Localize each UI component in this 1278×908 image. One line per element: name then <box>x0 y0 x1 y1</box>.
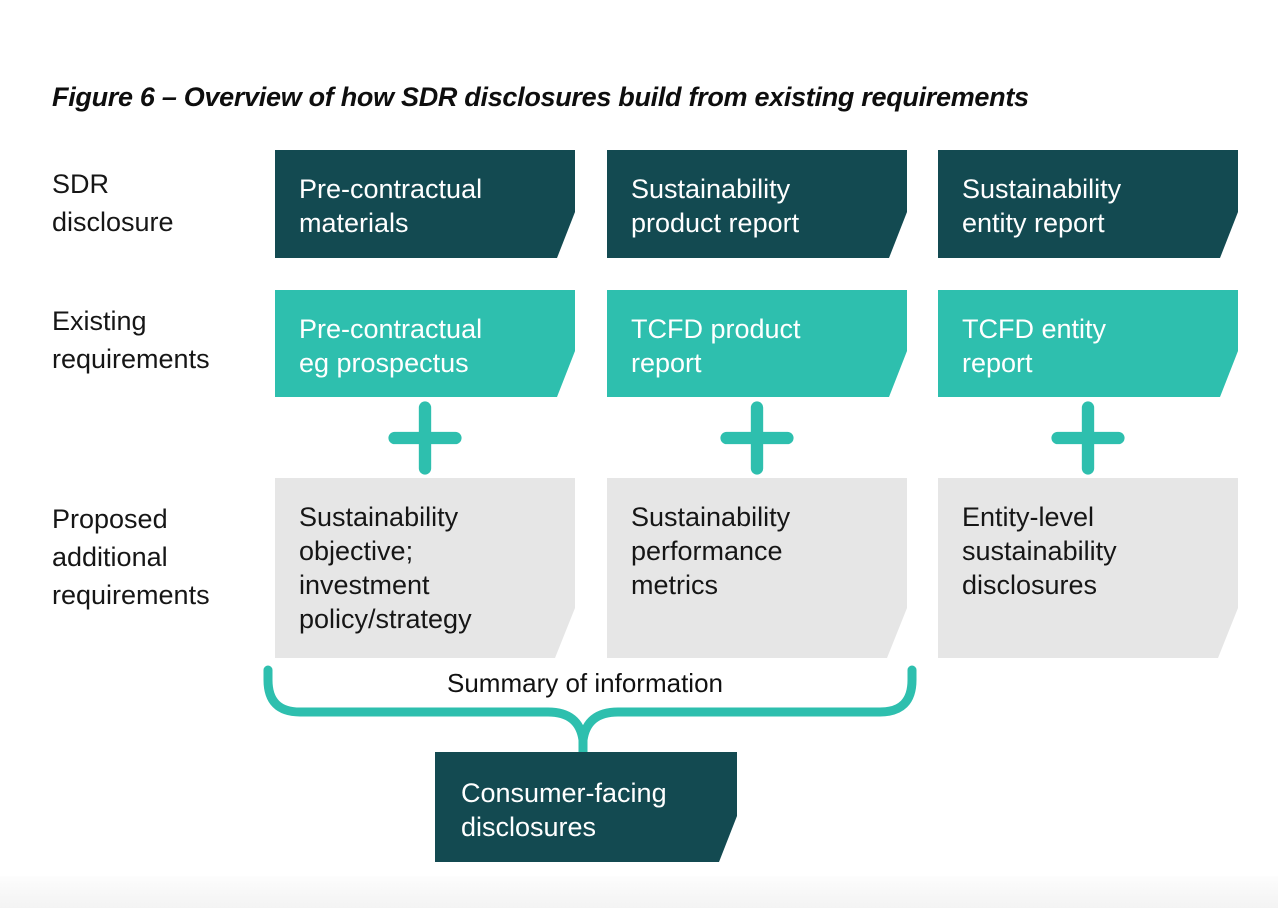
box-sdr-sustainability-entity-report: Sustainability entity report <box>938 150 1238 258</box>
plus-icon <box>1051 401 1125 475</box>
box-existing-tcfd-product-report: TCFD product report <box>607 290 907 397</box>
box-proposed-performance-metrics: Sustainability performance metrics <box>607 478 907 658</box>
box-sdr-sustainability-product-report: Sustainability product report <box>607 150 907 258</box>
brace-bracket <box>263 665 917 758</box>
box-existing-pre-contractual-prospectus: Pre-contractual eg prospectus <box>275 290 575 397</box>
row-label-existing-requirements: Existing requirements <box>52 306 210 374</box>
box-consumer-facing-disclosures: Consumer-facing disclosures <box>435 752 737 862</box>
plus-icon <box>388 401 462 475</box>
figure-title: Figure 6 – Overview of how SDR disclosur… <box>52 82 1029 112</box>
page-footer-strip <box>0 876 1278 908</box>
row-label-sdr-disclosure: SDR disclosure <box>52 169 174 237</box>
box-existing-tcfd-entity-report: TCFD entity report <box>938 290 1238 397</box>
plus-icon <box>720 401 794 475</box>
box-proposed-sustainability-objective: Sustainability objective; investment pol… <box>275 478 575 658</box>
box-proposed-entity-level-disclosures: Entity-level sustainability disclosures <box>938 478 1238 658</box>
summary-of-information-label: Summary of information <box>447 668 723 698</box>
row-label-proposed-additional-requirements: Proposed additional requirements <box>52 504 210 610</box>
box-sdr-pre-contractual-materials: Pre-contractual materials <box>275 150 575 258</box>
